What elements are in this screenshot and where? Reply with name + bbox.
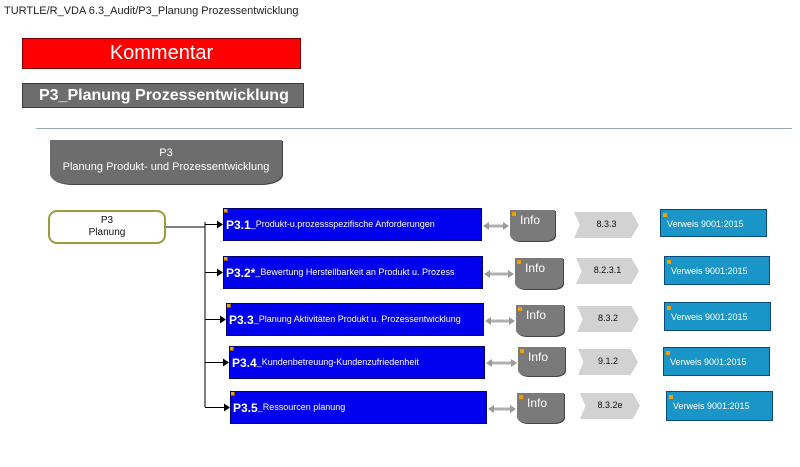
info-button-5[interactable]: Info: [517, 393, 564, 423]
double-arrow-head: [486, 359, 492, 367]
task-code: P3.5: [233, 400, 258, 415]
iso-reference-label: 8.3.2: [597, 313, 619, 323]
double-arrow-head: [485, 317, 491, 325]
arrow-head: [217, 220, 223, 229]
arrow-head: [224, 403, 230, 412]
breadcrumb: TURTLE/R_VDA 6.3_Audit/P3_Planung Prozes…: [4, 5, 299, 17]
link-marker-icon: [667, 260, 671, 264]
task-label: _Kundenbetreuung-Kundenzufriedenheit: [256, 357, 419, 367]
info-label: Info: [520, 213, 541, 227]
verweis-label: Verweis 9001:2015: [671, 312, 748, 322]
info-button-1[interactable]: Info: [510, 210, 555, 241]
iso-reference-label: 9.1.2: [597, 356, 619, 366]
double-arrow-head: [511, 359, 517, 367]
task-box-3[interactable]: P3.3_Planung Aktivitäten Produkt u. Proz…: [226, 303, 484, 336]
link-marker-icon: [518, 307, 522, 311]
double-arrow-head: [509, 317, 515, 325]
double-arrow-head: [503, 222, 509, 230]
task-label: _Bewertung Herstellbarkeit an Produkt u.…: [255, 267, 455, 277]
verweis-button-2[interactable]: Verweis 9001:2015: [664, 256, 770, 285]
iso-reference-label: 8.3.2e: [597, 400, 623, 410]
task-label: _Planung Aktivitäten Produkt u. Prozesse…: [253, 314, 461, 324]
page-title: P3_Planung Prozessentwicklung: [22, 83, 304, 108]
info-label: Info: [528, 350, 549, 364]
arrow-head: [220, 315, 226, 324]
iso-reference-label: 8.3.3: [596, 219, 617, 229]
p3-process-header[interactable]: P3 Planung Produkt- und Prozessentwicklu…: [50, 140, 282, 184]
task-box-1[interactable]: P3.1_Produkt-u.prozessspezifische Anford…: [223, 208, 482, 241]
task-code: P3.4: [232, 355, 257, 370]
arrow-head: [217, 268, 223, 277]
link-marker-icon: [224, 257, 228, 261]
link-marker-icon: [230, 347, 234, 351]
link-marker-icon: [517, 260, 521, 264]
link-marker-icon: [666, 351, 670, 355]
p3-header-title: Planung Produkt- und Prozessentwicklung: [62, 161, 270, 173]
kommentar-button[interactable]: Kommentar: [22, 38, 301, 69]
task-code: P3.3: [229, 312, 254, 327]
iso-reference-5: 8.3.2e: [580, 393, 640, 419]
link-marker-icon: [667, 306, 671, 310]
task-code: P3.1: [226, 217, 251, 232]
link-marker-icon: [227, 304, 231, 308]
planung-node[interactable]: P3 Planung: [48, 210, 166, 244]
iso-reference-1: 8.3.3: [574, 212, 639, 238]
iso-reference-4: 9.1.2: [578, 349, 638, 375]
task-box-2[interactable]: P3.2*_Bewertung Herstellbarkeit an Produ…: [223, 256, 483, 289]
info-label: Info: [526, 308, 547, 322]
link-marker-icon: [231, 392, 235, 396]
info-label: Info: [525, 261, 546, 275]
link-marker-icon: [224, 209, 228, 213]
task-box-4[interactable]: P3.4_Kundenbetreuung-Kundenzufriedenheit: [229, 346, 485, 379]
divider: [36, 128, 792, 129]
info-button-2[interactable]: Info: [515, 258, 563, 289]
link-marker-icon: [512, 212, 516, 216]
link-marker-icon: [520, 349, 524, 353]
double-arrow-head: [483, 222, 489, 230]
verweis-button-4[interactable]: Verweis 9001:2015: [663, 347, 770, 376]
verweis-button-5[interactable]: Verweis 9001:2015: [666, 391, 773, 421]
planung-node-code: P3: [100, 215, 114, 226]
verweis-label: Verweis 9001:2015: [667, 219, 744, 229]
link-marker-icon: [669, 395, 673, 399]
double-arrow-head: [510, 405, 516, 413]
double-arrow-head: [508, 270, 514, 278]
verweis-label: Verweis 9001:2015: [670, 357, 747, 367]
verweis-label: Verweis 9001:2015: [671, 266, 748, 276]
iso-reference-label: 8.2.3.1: [593, 265, 622, 275]
link-marker-icon: [663, 213, 667, 217]
double-arrow-head: [484, 270, 490, 278]
p3-header-code: P3: [159, 147, 173, 159]
info-button-4[interactable]: Info: [518, 347, 565, 376]
verweis-button-1[interactable]: Verweis 9001:2015: [660, 209, 767, 237]
arrow-head: [223, 358, 229, 367]
iso-reference-2: 8.2.3.1: [576, 258, 639, 284]
link-marker-icon: [519, 395, 523, 399]
double-arrow-head: [488, 405, 494, 413]
planung-node-label: Planung: [88, 227, 126, 238]
task-code: P3.2*: [226, 265, 256, 280]
verweis-label: Verweis 9001:2015: [673, 401, 750, 411]
info-button-3[interactable]: Info: [516, 305, 564, 336]
iso-reference-3: 8.3.2: [577, 306, 639, 332]
task-label: _Ressourcen planung: [257, 402, 346, 412]
task-label: _Produkt-u.prozessspezifische Anforderun…: [250, 219, 435, 229]
task-box-5[interactable]: P3.5_Ressourcen planung: [230, 391, 487, 424]
info-label: Info: [527, 396, 548, 410]
verweis-button-3[interactable]: Verweis 9001:2015: [664, 302, 771, 331]
